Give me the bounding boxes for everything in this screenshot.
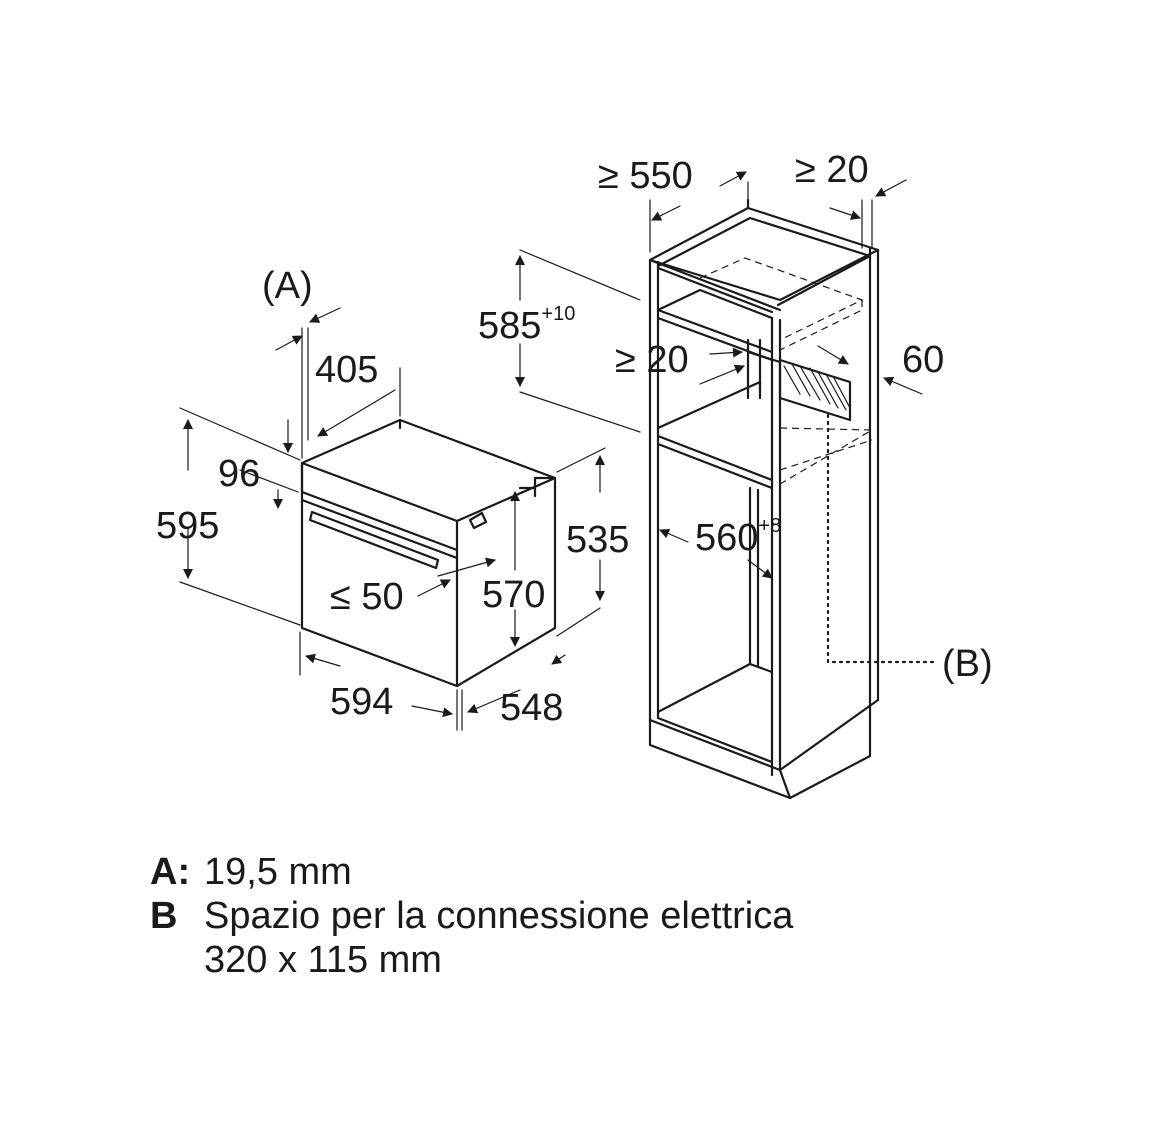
legend-a-text: 19,5 mm (204, 851, 352, 893)
dim-b-callout: (B) (942, 643, 993, 685)
oven-door-handle (308, 510, 440, 570)
legend-b-text-line1: Spazio per la connessione elettrica (204, 895, 794, 937)
dim-ge-550: ≥ 550 (598, 155, 693, 197)
dim-ge-20-top: ≥ 20 (795, 149, 869, 191)
oven-top (300, 418, 557, 523)
legend: A: 19,5 mm B Spazio per la connessione e… (150, 850, 793, 982)
dim-535: 535 (566, 519, 629, 561)
dim-405: 405 (315, 349, 378, 391)
dim-560: 560+8 (695, 515, 781, 559)
legend-row-b2: 320 x 115 mm (150, 938, 793, 982)
oven-front-panel (300, 461, 459, 688)
dimension-labels: (A) 405 96 595 535 570 ≤ 50 594 548 ≥ 55… (156, 149, 993, 729)
b-leader-line (826, 413, 937, 664)
electrical-connection-box (778, 358, 852, 422)
oven-drawing (179, 307, 606, 731)
oven-side (455, 476, 557, 688)
legend-row-b: B Spazio per la connessione elettrica (150, 894, 793, 938)
legend-b-key: B (150, 895, 178, 937)
dim-le-50: ≤ 50 (330, 576, 404, 618)
dim-96: 96 (218, 453, 260, 495)
dim-585-tolerance: +10 (541, 303, 575, 325)
dim-594: 594 (330, 681, 393, 723)
legend-a-key: A: (150, 851, 191, 893)
dim-560-tolerance: +8 (758, 515, 781, 537)
dim-548: 548 (500, 687, 563, 729)
dim-ge-20-mid: ≥ 20 (615, 339, 689, 381)
oven-front-top-edge (300, 461, 459, 552)
dim-585: 585+10 (478, 303, 575, 347)
dim-60: 60 (902, 339, 944, 381)
legend-spacer (150, 938, 204, 982)
legend-b-text-line2: 320 x 115 mm (204, 939, 442, 981)
dim-a-callout: (A) (262, 265, 313, 307)
legend-row-a: A: 19,5 mm (150, 850, 793, 894)
dim-570: 570 (482, 574, 545, 616)
cabinet-drawing (515, 171, 937, 800)
dim-595: 595 (156, 505, 219, 547)
